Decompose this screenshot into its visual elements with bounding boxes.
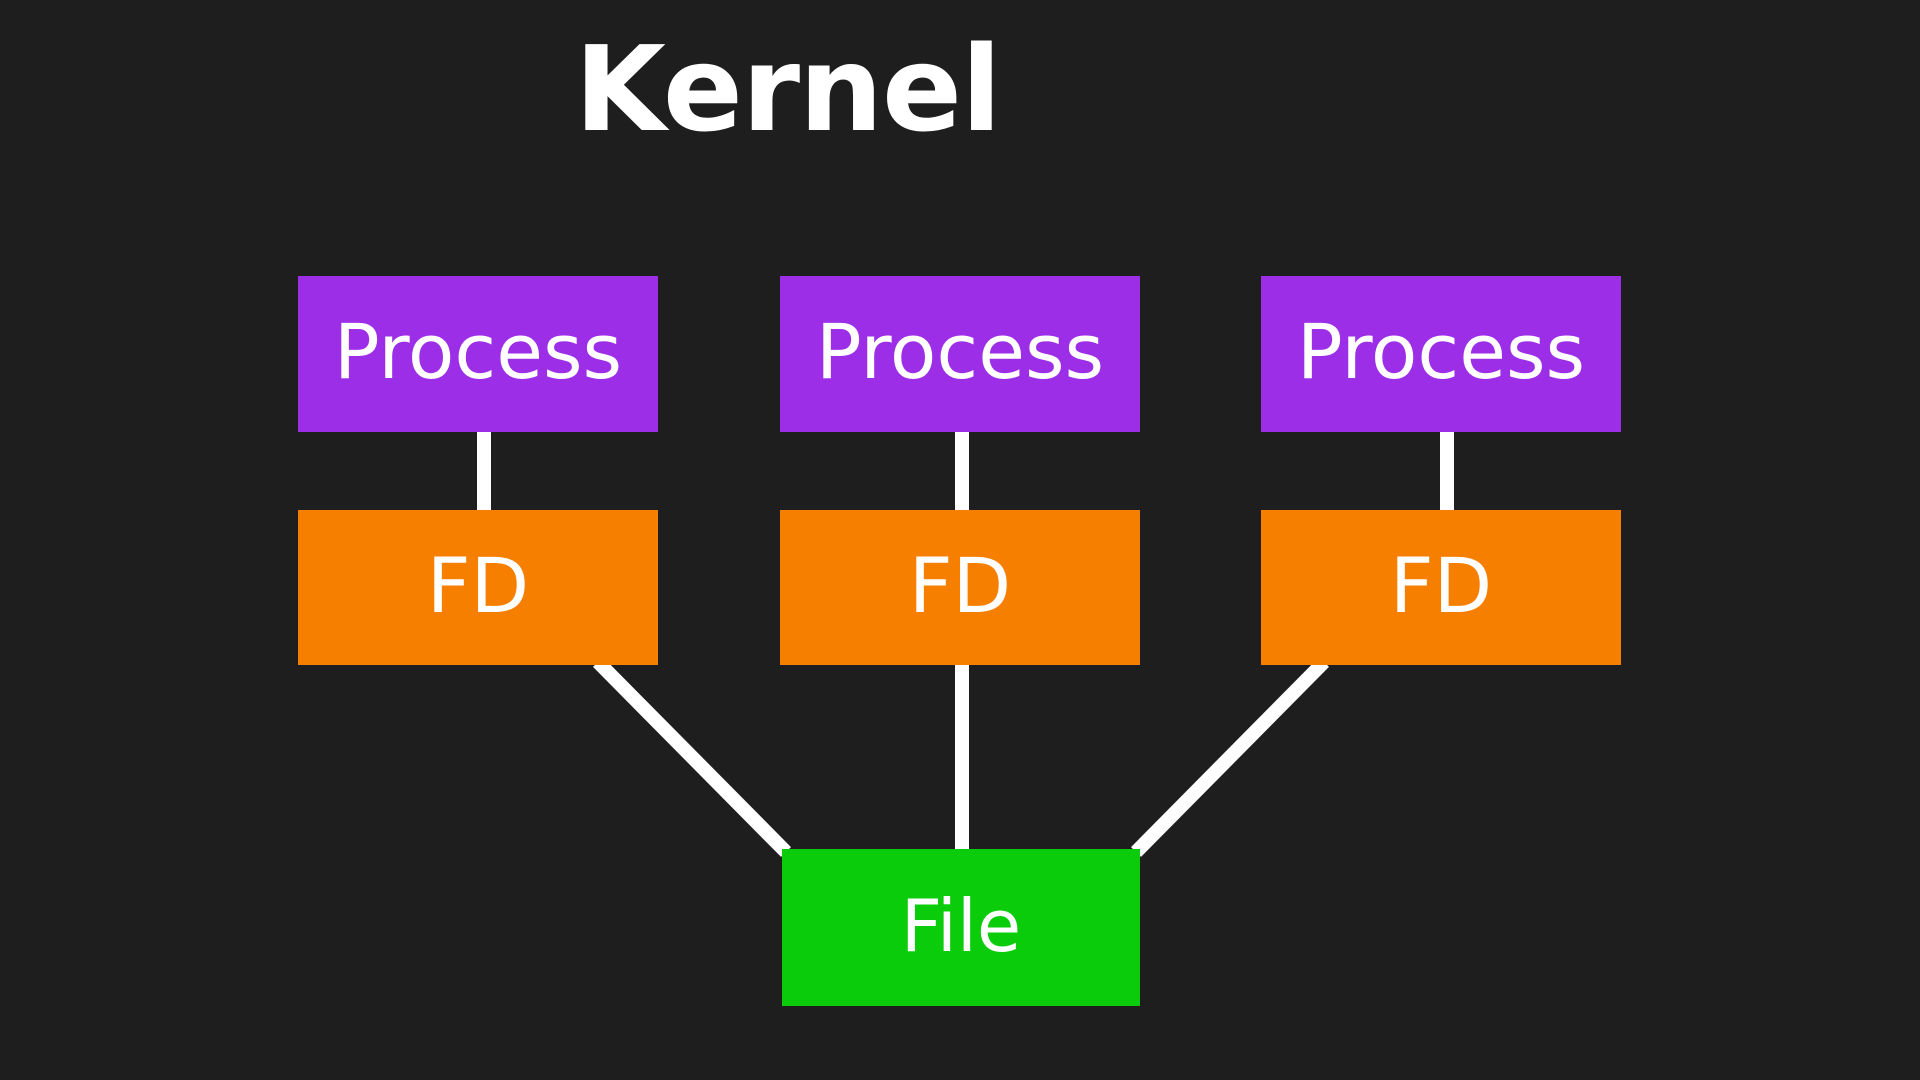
node-file-label: File (900, 883, 1022, 968)
node-fd-1[interactable]: FD (298, 510, 658, 665)
node-fd-1-label: FD (426, 540, 530, 630)
node-process-2[interactable]: Process (780, 276, 1140, 432)
node-process-1-label: Process (333, 307, 623, 396)
page-title: Kernel (574, 20, 1001, 158)
fd-3-to-file (1131, 657, 1329, 857)
node-file[interactable]: File (782, 849, 1140, 1006)
node-process-3-label: Process (1296, 307, 1586, 396)
node-fd-3[interactable]: FD (1261, 510, 1621, 665)
node-process-2-label: Process (815, 307, 1105, 396)
node-process-3[interactable]: Process (1261, 276, 1621, 432)
node-fd-2[interactable]: FD (780, 510, 1140, 665)
fd-1-to-file (593, 657, 791, 857)
node-fd-3-label: FD (1389, 540, 1493, 630)
node-fd-2-label: FD (908, 540, 1012, 630)
node-process-1[interactable]: Process (298, 276, 658, 432)
